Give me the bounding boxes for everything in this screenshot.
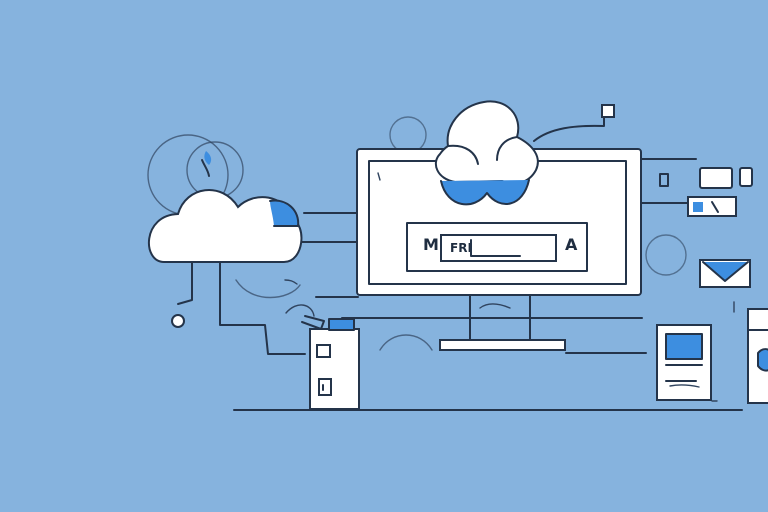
top-right-icons: [601, 104, 753, 217]
server-top-panel: [329, 319, 354, 330]
screen-content: M FRI A: [406, 222, 588, 272]
small-device-slot: [739, 167, 753, 187]
connector-dot: [171, 314, 185, 328]
computer-tower-icon: [656, 324, 712, 401]
small-device: [699, 167, 733, 189]
screen-panel: [406, 222, 588, 272]
cloud-icon: [147, 151, 303, 263]
server-slot: [316, 344, 331, 358]
screen-right-mark: A: [565, 235, 578, 254]
screen-left-mark: M: [423, 235, 439, 254]
server-icon: [301, 315, 360, 410]
envelope-icon: [699, 259, 751, 288]
decorative-marks: [284, 279, 735, 402]
small-square-icon: [601, 104, 615, 118]
server-body: [309, 328, 360, 410]
server-icon-right: [747, 308, 768, 404]
server-drive: [318, 378, 332, 396]
screen-field-text: FRI: [450, 241, 472, 255]
monitor-stand: [439, 339, 566, 351]
cloud-icon-top: [435, 100, 539, 206]
tower-screen: [666, 334, 702, 359]
